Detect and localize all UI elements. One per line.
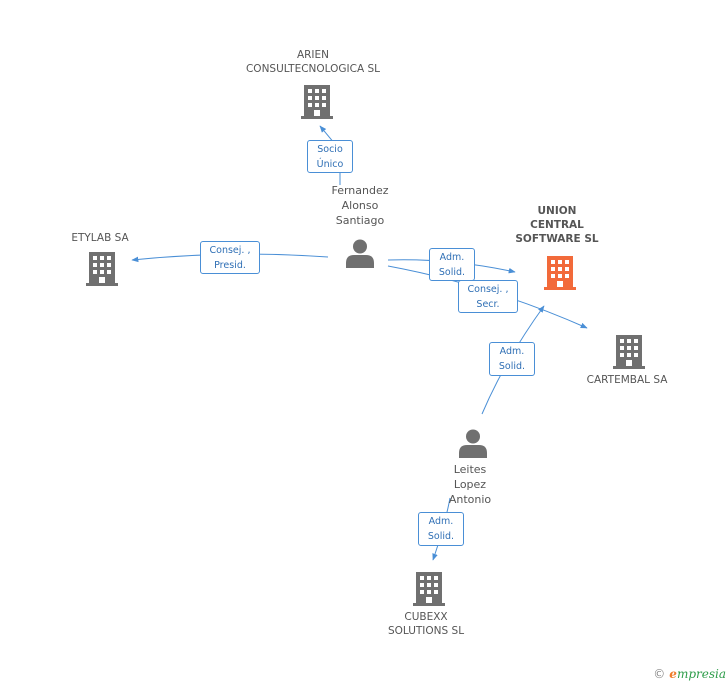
copyright-symbol: © [653,667,666,681]
edge-label-consej-secr[interactable]: Consej. , Secr. [458,280,518,313]
node-label-leites: Leites Lopez Antonio [448,463,492,506]
building-icon[interactable] [86,250,118,286]
edge-label-socio-unico[interactable]: Socio Único [307,140,353,173]
edge-label-adm-solid-cubexx[interactable]: Adm. Solid. [418,512,464,546]
building-icon[interactable] [301,83,333,119]
building-icon-focus[interactable] [544,254,576,290]
node-label-etylab: ETYLAB SA [71,232,129,244]
edge-label-consej-presid[interactable]: Consej. , Presid. [200,241,260,274]
node-label-cartembal: CARTEMBAL SA [586,374,668,386]
building-icon[interactable] [413,570,445,606]
building-icon[interactable] [613,333,645,369]
brand-initial: e [669,667,677,681]
brand-name: mpresia [676,667,726,681]
node-label-cubexx: CUBEXX SOLUTIONS SL [387,611,465,637]
person-icon[interactable] [345,238,375,268]
node-label-arien: ARIEN CONSULTECNOLOGICA SL [245,49,381,75]
person-icon[interactable] [458,428,488,458]
edge-label-adm-solid-union[interactable]: Adm. Solid. [429,248,475,281]
node-label-fernandez: Fernandez Alonso Santiago [331,184,389,227]
empresia-logo: ©empresia [653,667,726,681]
edge-label-adm-solid-leites[interactable]: Adm. Solid. [489,342,535,376]
node-label-union: UNION CENTRAL SOFTWARE SL [515,205,599,245]
